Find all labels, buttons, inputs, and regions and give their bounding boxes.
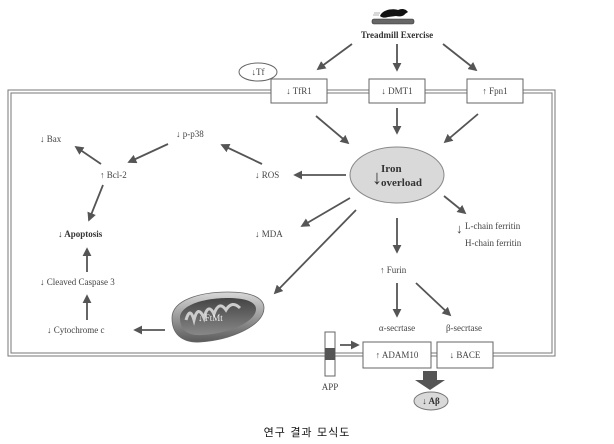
bace-direction: ↓ [450,350,455,360]
tf-label: Tf [256,67,265,77]
iron-line1: Iron [381,163,402,175]
app-label: APP [322,382,339,392]
adam10-label: ADAM10 [382,350,419,360]
arrow-furin-to-bace [415,282,452,317]
ferritin-line2: H-chain ferritin [465,238,522,248]
bax-label: ↓ Bax [40,134,62,144]
alpha-secretase-label: α-secrtase [379,323,415,333]
ftmt-label: ↓ FtMt [198,313,223,323]
iron-direction: ↓ [372,167,382,189]
dmt1-direction: ↓ [381,86,386,96]
rat-on-treadmill-icon [371,8,415,25]
arrow-iron-to-fpn1 [443,113,479,144]
arrow-ros-to-pp38 [220,144,263,165]
abeta-node: ↓ Aβ [413,391,449,411]
fpn1-label: Fpn1 [489,86,508,96]
bace-label: BACE [456,350,481,360]
adam10-box: ↑ ADAM10 [362,341,432,369]
arrow-exercise-to-fpn1 [442,43,478,72]
arrow-bcl2-to-apoptosis [87,184,104,222]
svg-text:↓ TfR1: ↓ TfR1 [286,86,312,96]
svg-text:↑ Fpn1: ↑ Fpn1 [482,86,507,96]
iron-line2: overload [381,177,422,189]
svg-text:↑ ADAM10: ↑ ADAM10 [376,350,419,360]
figure-caption: 연구 결과 모식도 [263,426,351,439]
bace-box: ↓ BACE [436,341,494,369]
caspase3-label: ↓ Cleaved Caspase 3 [40,277,115,287]
arrow-iron-to-mito [273,209,357,295]
apoptosis-label: ↓ Apoptosis [58,229,103,239]
svg-text:↓Tf: ↓Tf [252,67,265,77]
arrow-tfr1-to-iron [315,115,350,145]
tf-direction: ↓ [252,67,257,77]
tf-node: ↓Tf [238,62,278,82]
cytc-label: ↓ Cytochrome c [47,325,105,335]
app-transmembrane [324,331,336,377]
tfr1-direction: ↓ [286,86,291,96]
pathway-diagram: Treadmill Exercise ↓Tf ↓ TfR1 ↓ DMT1 ↑ F… [7,8,556,411]
ferritin-line1: L-chain ferritin [465,221,521,231]
ros-label: ↓ ROS [255,170,279,180]
arrow-pp38-to-bcl2 [127,143,169,164]
fpn1-direction: ↑ [482,86,487,96]
bcl2-label: ↑ Bcl-2 [100,170,127,180]
svg-text:↓ DMT1: ↓ DMT1 [381,86,412,96]
tfr1-box: ↓ TfR1 [270,78,328,104]
svg-text:↓ BACE: ↓ BACE [450,350,481,360]
furin-label: ↑ Furin [380,265,407,275]
arrow-bcl2-to-bax [74,145,102,165]
svg-text:↓ Aβ: ↓ Aβ [422,396,440,406]
beta-secretase-label: β-secrtase [446,323,482,333]
big-down-arrow-icon [415,371,445,390]
ferritin-direction: ↓ [456,221,463,236]
adam10-direction: ↑ [376,350,381,360]
mitochondrion-icon [171,291,265,343]
abeta-label: Aβ [429,396,440,406]
pp38-label: ↓ p-p38 [176,129,204,139]
stimulus-label: Treadmill Exercise [361,30,433,40]
dmt1-label: DMT1 [388,86,413,96]
mda-label: ↓ MDA [255,229,283,239]
arrow-exercise-to-tfr1 [316,43,353,71]
arrow-iron-to-ferritin [443,195,467,215]
iron-overload-node: ↓ Iron overload [349,146,445,204]
fpn1-box: ↑ Fpn1 [466,78,524,104]
dmt1-box: ↓ DMT1 [368,78,426,104]
arrow-iron-to-mda [300,197,351,227]
tfr1-label: TfR1 [293,86,312,96]
abeta-direction: ↓ [422,396,427,406]
